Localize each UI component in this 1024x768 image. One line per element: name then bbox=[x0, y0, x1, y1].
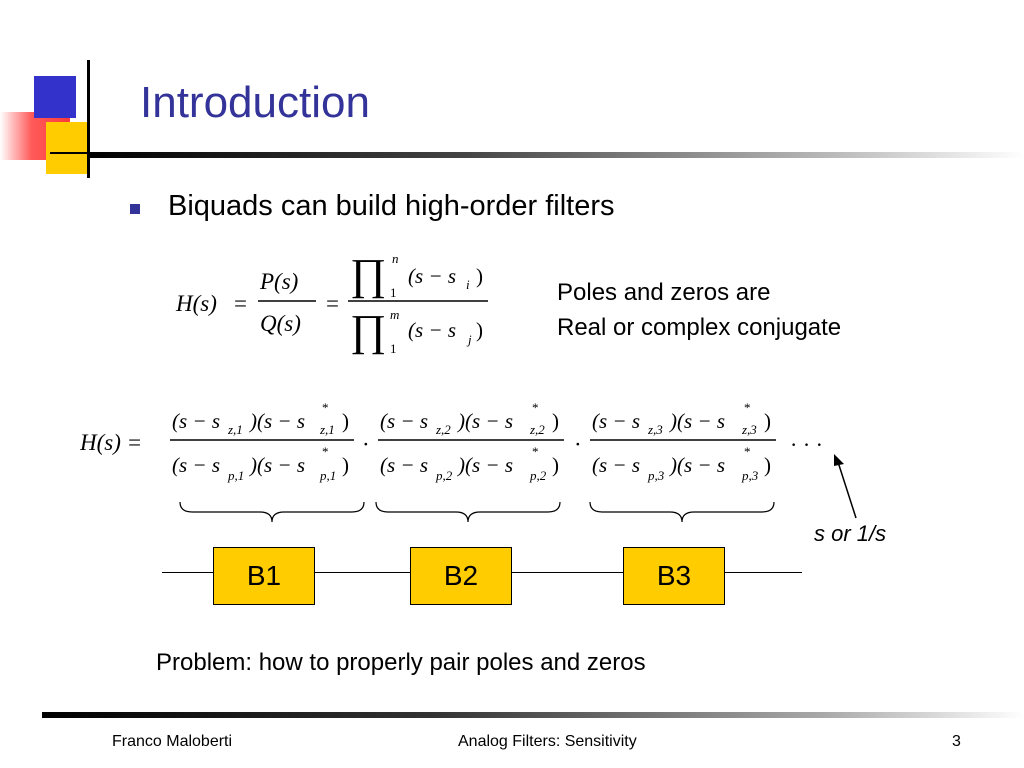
eq1-equals-1: = bbox=[234, 291, 247, 316]
eq2-f1-num: (s − s bbox=[172, 409, 220, 433]
eq1-product-symbol-den: ∏ bbox=[350, 306, 386, 355]
side-note: Poles and zeros are Real or complex conj… bbox=[557, 275, 841, 345]
eq2-f3-num-star: * bbox=[744, 400, 751, 415]
eq2-f1-num-2: )(s − s bbox=[249, 409, 305, 433]
brace-1-icon bbox=[179, 501, 365, 523]
eq2-f1-den-close: ) bbox=[342, 453, 349, 477]
eq2-f1-den-star: * bbox=[322, 444, 329, 459]
eq2-f2-den-sub-1: p,2 bbox=[435, 468, 453, 483]
eq2-ellipsis: · · · bbox=[790, 432, 823, 457]
eq2-f1-den-sub-1: p,1 bbox=[227, 468, 244, 483]
brace-2-icon bbox=[375, 501, 561, 523]
arrow-label: s or 1/s bbox=[814, 521, 887, 546]
footer-course: Analog Filters: Sensitivity bbox=[458, 733, 637, 750]
biquad-block-b2: B2 bbox=[410, 547, 512, 605]
eq2-lhs: H(s) = bbox=[80, 430, 142, 455]
footer-rule bbox=[42, 712, 1024, 718]
side-note-line-2: Real or complex conjugate bbox=[557, 314, 842, 341]
eq2-f1-den-sub-2: p,1 bbox=[319, 468, 336, 483]
title-rule bbox=[90, 152, 1024, 158]
eq2-f1-num-star: * bbox=[322, 400, 329, 415]
eq1-prod-den-close: ) bbox=[476, 318, 483, 342]
problem-statement: Problem: how to properly pair poles and … bbox=[156, 649, 646, 676]
eq2-dot-1: · bbox=[362, 432, 370, 457]
biquad-block-b1: B1 bbox=[213, 547, 315, 605]
eq1-product-symbol-num: ∏ bbox=[350, 250, 386, 299]
bullet-square-icon bbox=[130, 204, 140, 214]
eq2-f3-den-2: )(s − s bbox=[669, 453, 725, 477]
logo-vertical-line bbox=[87, 60, 90, 178]
eq2-f3-den-close: ) bbox=[764, 453, 771, 477]
eq1-denominator: Q(s) bbox=[260, 311, 301, 336]
eq2-f3-den-star: * bbox=[744, 444, 751, 459]
brace-3-icon bbox=[589, 501, 775, 523]
transfer-function-equation: H(s) = P(s) Q(s) = ∏ n 1 (s − s i ) ∏ m … bbox=[175, 250, 488, 356]
logo-horizontal-line bbox=[50, 152, 92, 154]
biquad-block-b3: B3 bbox=[623, 547, 725, 605]
eq2-f3-den: (s − s bbox=[592, 453, 640, 477]
chain-line-1-2 bbox=[315, 572, 410, 573]
eq2-f2-den-close: ) bbox=[552, 453, 559, 477]
eq2-f1-num-close: ) bbox=[342, 409, 349, 433]
eq2-f3-den-sub-1: p,3 bbox=[647, 468, 665, 483]
eq2-f3-num-close: ) bbox=[764, 409, 771, 433]
footer-page-number: 3 bbox=[952, 733, 961, 750]
chain-line-2-3 bbox=[512, 572, 623, 573]
eq2-f1-den-2: )(s − s bbox=[249, 453, 305, 477]
eq2-f1-den: (s − s bbox=[172, 453, 220, 477]
eq1-equals-2: = bbox=[326, 291, 339, 316]
eq2-f2-num-close: ) bbox=[552, 409, 559, 433]
eq2-f1-num-sub-1: z,1 bbox=[227, 422, 243, 437]
eq1-prod-num-factor: (s − s bbox=[408, 264, 456, 288]
bullet-text: Biquads can build high-order filters bbox=[168, 190, 615, 222]
eq2-dot-2: · bbox=[574, 432, 582, 457]
eq2-f2-den-2: )(s − s bbox=[457, 453, 513, 477]
eq2-f3-num: (s − s bbox=[592, 409, 640, 433]
footer-author: Franco Maloberti bbox=[112, 733, 233, 750]
logo-blue-block bbox=[34, 76, 76, 118]
eq2-f2-den-star: * bbox=[532, 444, 539, 459]
eq2-f2-den-sub-2: p,2 bbox=[529, 468, 547, 483]
chain-line-in bbox=[162, 572, 213, 573]
eq2-f2-num-star: * bbox=[532, 400, 539, 415]
eq1-numerator: P(s) bbox=[259, 269, 298, 294]
eq2-factor-3: (s − s z,3 )(s − s * z,3 ) (s − s p,3 )(… bbox=[590, 400, 776, 483]
eq2-f3-num-sub-1: z,3 bbox=[647, 422, 663, 437]
eq1-prod-den-upper: m bbox=[390, 307, 399, 322]
eq2-f2-den: (s − s bbox=[380, 453, 428, 477]
chain-line-out bbox=[725, 572, 802, 573]
eq1-prod-num-upper: n bbox=[392, 251, 399, 266]
eq2-f2-num-sub-1: z,2 bbox=[435, 422, 451, 437]
eq1-prod-den-factor: (s − s bbox=[408, 318, 456, 342]
eq1-prod-num-close: ) bbox=[476, 264, 483, 288]
eq2-f3-den-sub-2: p,3 bbox=[741, 468, 759, 483]
eq2-factor-2: (s − s z,2 )(s − s * z,2 ) (s − s p,2 )(… bbox=[378, 400, 564, 483]
eq2-f1-num-sub-2: z,1 bbox=[319, 422, 335, 437]
eq1-lhs: H(s) bbox=[175, 291, 217, 316]
eq2-factor-1: (s − s z,1 )(s − s * z,1 ) (s − s p,1 )(… bbox=[170, 400, 354, 483]
eq2-f2-num-2: )(s − s bbox=[457, 409, 513, 433]
eq2-f3-num-sub-2: z,3 bbox=[741, 422, 757, 437]
eq2-f2-num: (s − s bbox=[380, 409, 428, 433]
side-note-line-1: Poles and zeros are bbox=[557, 279, 771, 306]
slide-title: Introduction bbox=[140, 78, 370, 127]
eq1-prod-den-lower: 1 bbox=[390, 341, 397, 356]
eq1-prod-den-sub: j bbox=[466, 332, 472, 347]
arrow-icon bbox=[834, 454, 857, 519]
eq1-prod-num-sub: i bbox=[466, 277, 470, 292]
eq2-f2-num-sub-2: z,2 bbox=[529, 422, 545, 437]
biquad-product-equation: H(s) = (s − s z,1 )(s − s * z,1 ) (s − s… bbox=[80, 400, 823, 523]
logo-yellow-block bbox=[46, 122, 90, 174]
eq2-f3-num-2: )(s − s bbox=[669, 409, 725, 433]
eq1-prod-num-lower: 1 bbox=[390, 285, 397, 300]
